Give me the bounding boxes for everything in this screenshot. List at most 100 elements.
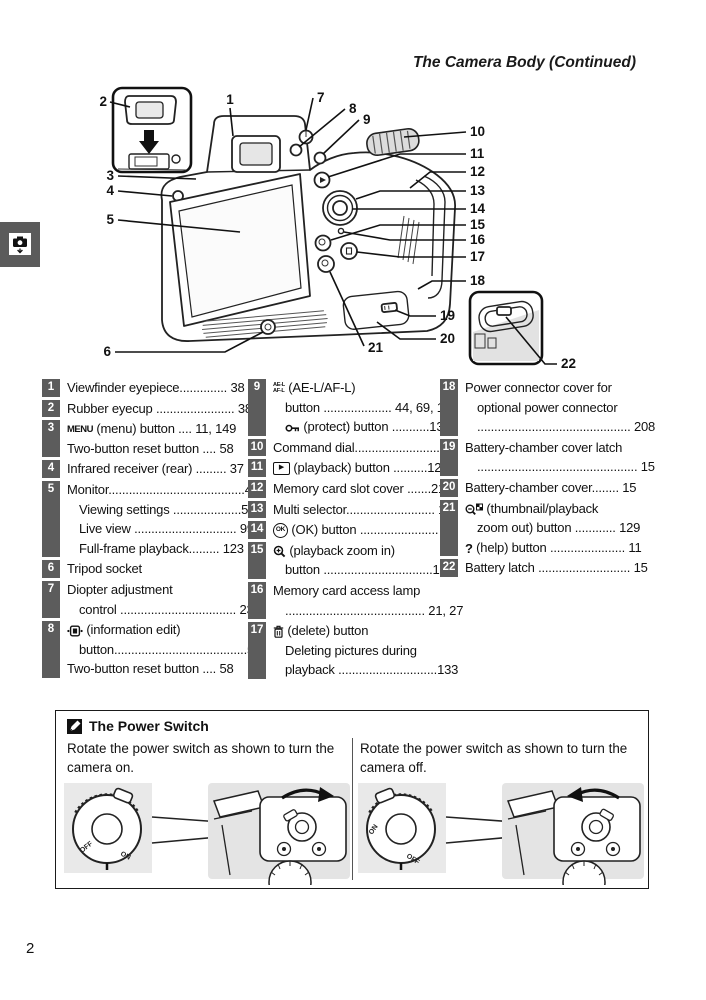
item-number-badge: 21 bbox=[440, 499, 458, 557]
item-number-badge: 7 bbox=[42, 580, 60, 619]
list-item-line: ........................................… bbox=[477, 459, 655, 475]
callout-number-21: 21 bbox=[368, 340, 384, 355]
list-item-line: Viewfinder eyepiece.............. 38 bbox=[67, 380, 245, 395]
callout-line-21 bbox=[329, 271, 365, 347]
memory-card-slot-cover bbox=[423, 175, 446, 299]
list-item-line: button ................................1… bbox=[285, 562, 454, 578]
list-item-line: Battery-chamber cover latch bbox=[465, 439, 623, 455]
list-item-6: 6 Tripod socket bbox=[42, 559, 242, 579]
item-number-badge: 14 bbox=[248, 521, 266, 539]
playback-icon: ▶ bbox=[273, 462, 290, 476]
callout-line-12 bbox=[409, 171, 466, 189]
info-edit-button bbox=[289, 143, 303, 157]
list-item-line: Tripod socket bbox=[67, 561, 142, 577]
list-item-line: zoom out) button ............ 129 bbox=[477, 520, 641, 536]
power-switch-note: The Power Switch Rotate the power switch… bbox=[55, 710, 649, 889]
callout-number-3: 3 bbox=[106, 168, 114, 183]
callout-line-22 bbox=[505, 316, 557, 365]
item-number-badge: 10 bbox=[248, 438, 266, 457]
list-item-line: control ................................… bbox=[79, 601, 254, 617]
callout-line-15 bbox=[330, 224, 466, 241]
list-item-line: (protect) button ...........132 bbox=[273, 417, 451, 437]
down-arrow bbox=[139, 130, 159, 154]
callout-number-4: 4 bbox=[106, 183, 114, 198]
callout-number-8: 8 bbox=[349, 101, 357, 116]
list-item-line: (information edit) bbox=[67, 620, 242, 640]
callout-number-1: 1 bbox=[226, 92, 234, 107]
callout-line-17 bbox=[356, 251, 466, 258]
list-item-line: ........................................… bbox=[477, 419, 656, 435]
list-item-line: Command dial.......................... 7 bbox=[273, 439, 454, 455]
item-number-badge: 9 bbox=[248, 379, 266, 436]
list-item-line: Power connector cover for bbox=[465, 380, 612, 395]
page-title: The Camera Body (Continued) bbox=[412, 54, 636, 71]
callout-number-19: 19 bbox=[440, 308, 455, 323]
list-item-line: button..................................… bbox=[79, 641, 255, 657]
divider bbox=[352, 738, 353, 880]
section-tab bbox=[0, 222, 40, 267]
help-icon: ? bbox=[465, 540, 473, 556]
power-off-illustration: ON OFF bbox=[358, 783, 644, 885]
list-item-line: Multi selector..........................… bbox=[273, 501, 453, 517]
list-item-15: 15 (playback zoom in)button ............… bbox=[248, 541, 454, 580]
ok-icon: OK bbox=[273, 523, 288, 539]
callout-line-4 bbox=[117, 190, 173, 197]
callout-number-11: 11 bbox=[470, 146, 485, 161]
dial-on-label: ON bbox=[368, 824, 380, 837]
item-number-badge: 8 bbox=[42, 621, 60, 678]
list-item-line: Monitor.................................… bbox=[67, 481, 252, 497]
list-item-line: (playback zoom in) bbox=[273, 541, 440, 561]
callout-number-16: 16 bbox=[470, 232, 486, 247]
note-title: The Power Switch bbox=[89, 718, 209, 734]
list-item-14: 14 OK (OK) button .......................… bbox=[248, 520, 456, 540]
item-number-badge: 12 bbox=[248, 479, 266, 498]
callout-line-8 bbox=[298, 108, 346, 148]
list-item-line: Two-button reset button .... 58 bbox=[67, 440, 234, 456]
delete-button bbox=[340, 242, 358, 260]
battery-latch bbox=[496, 306, 512, 316]
callout-number-14: 14 bbox=[470, 201, 486, 216]
callout-number-7: 7 bbox=[317, 90, 325, 105]
menu-icon: MENU bbox=[67, 424, 93, 436]
list-item-line: ? (help) button ...................... 1… bbox=[465, 539, 642, 556]
list-item-line: OK (OK) button ....................... 1… bbox=[273, 520, 456, 540]
callout-line-2 bbox=[109, 101, 131, 108]
battery-latch-inset bbox=[468, 290, 544, 366]
list-item-line: playback .............................13… bbox=[285, 662, 459, 678]
callout-line-3 bbox=[117, 175, 197, 180]
item-number-badge: 18 bbox=[440, 379, 458, 436]
power-on-instruction: Rotate the power switch as shown to turn… bbox=[67, 741, 335, 775]
callout-line-18 bbox=[417, 280, 466, 290]
note-pencil-icon bbox=[67, 719, 82, 734]
callout-number-17: 17 bbox=[470, 249, 485, 264]
callout-line-16 bbox=[343, 231, 466, 241]
callout-number-22: 22 bbox=[561, 356, 576, 371]
list-item-10: 10 Command dial..........................… bbox=[248, 438, 454, 458]
list-item-line: optional power connector bbox=[477, 399, 618, 415]
list-item-line: Infrared receiver (rear) ......... 37 bbox=[67, 461, 244, 477]
power-off-instruction: Rotate the power switch as shown to turn… bbox=[360, 741, 628, 775]
item-number-badge: 6 bbox=[42, 560, 60, 578]
callout-line-6 bbox=[115, 331, 264, 353]
list-item-line: (delete) button bbox=[273, 621, 440, 641]
list-item-line: Two-button reset button .... 58 bbox=[67, 661, 234, 677]
list-item-line: Battery latch ..........................… bbox=[465, 560, 648, 576]
callout-line-19 bbox=[394, 309, 436, 317]
list-item-line: ........................................… bbox=[285, 602, 464, 618]
power-on-illustration: OFF ON bbox=[64, 783, 350, 885]
